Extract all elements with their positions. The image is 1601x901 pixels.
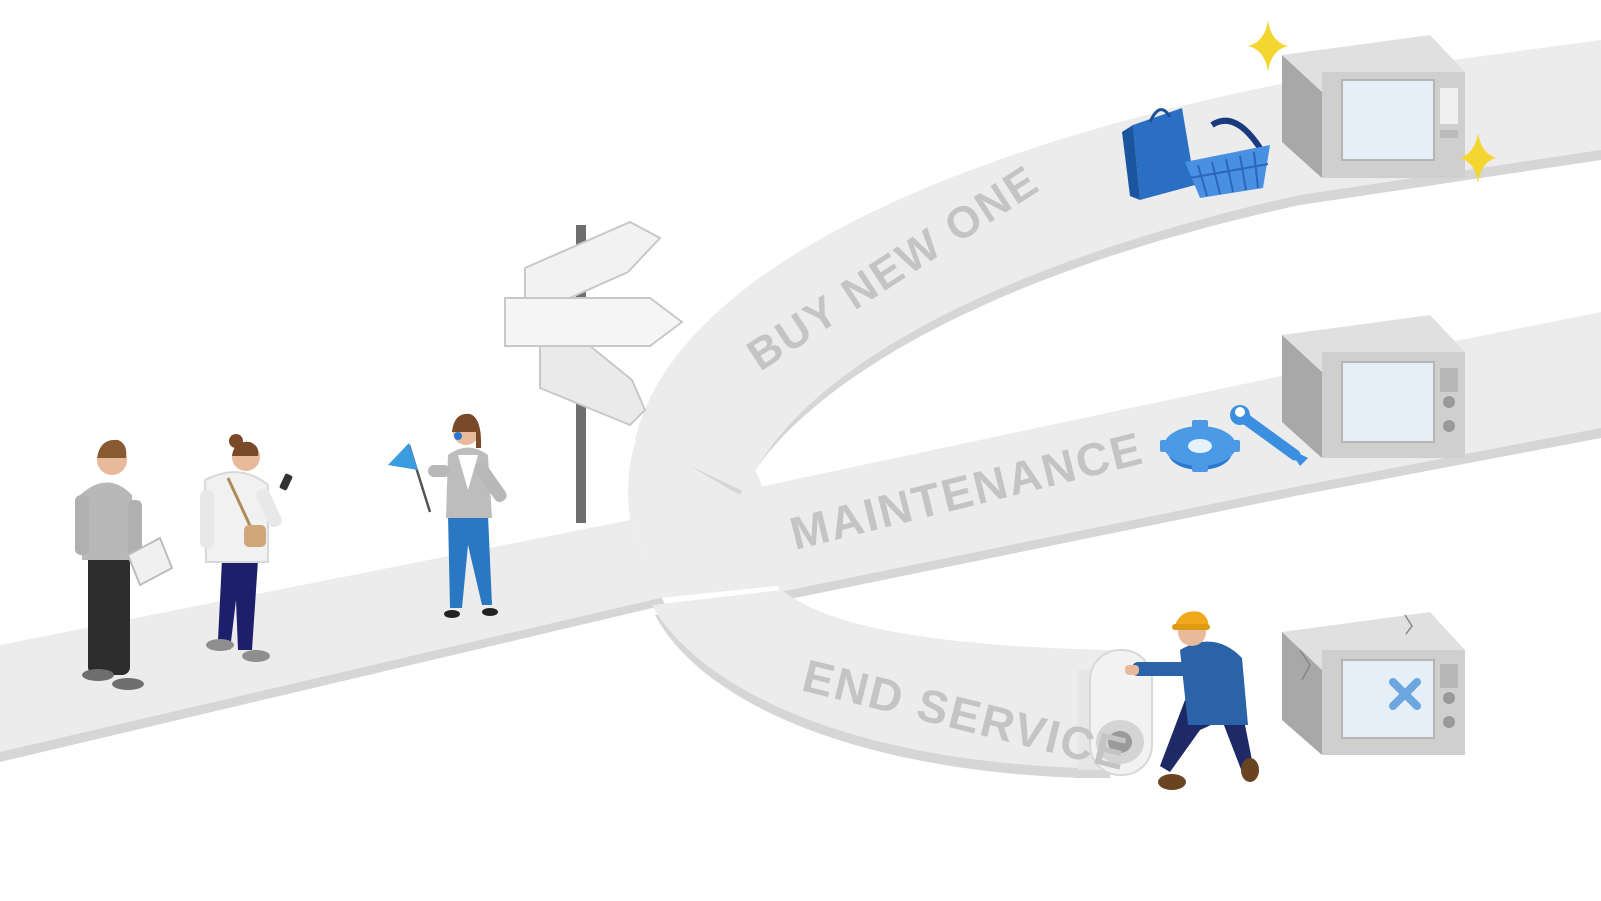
microwave-maintenance xyxy=(1282,315,1465,458)
microwave-new xyxy=(1282,35,1465,178)
guide-with-flag xyxy=(428,413,507,618)
sparkle-icon xyxy=(1248,20,1496,183)
wrench-icon xyxy=(1230,405,1308,466)
worker xyxy=(1125,611,1259,790)
flag-icon xyxy=(388,443,432,513)
microwave-broken xyxy=(1282,612,1465,755)
shopping-basket-icon xyxy=(1185,117,1270,198)
end-service-road xyxy=(652,590,1110,768)
man-with-tablet xyxy=(75,439,174,690)
main-road xyxy=(0,520,660,752)
x-mark-icon xyxy=(1389,678,1421,710)
rolled-road-end xyxy=(1078,649,1153,776)
signpost-icon xyxy=(504,220,684,523)
woman-with-bag xyxy=(200,434,293,662)
gear-icon xyxy=(1160,420,1240,472)
shopping-bag-icon xyxy=(1122,108,1195,200)
